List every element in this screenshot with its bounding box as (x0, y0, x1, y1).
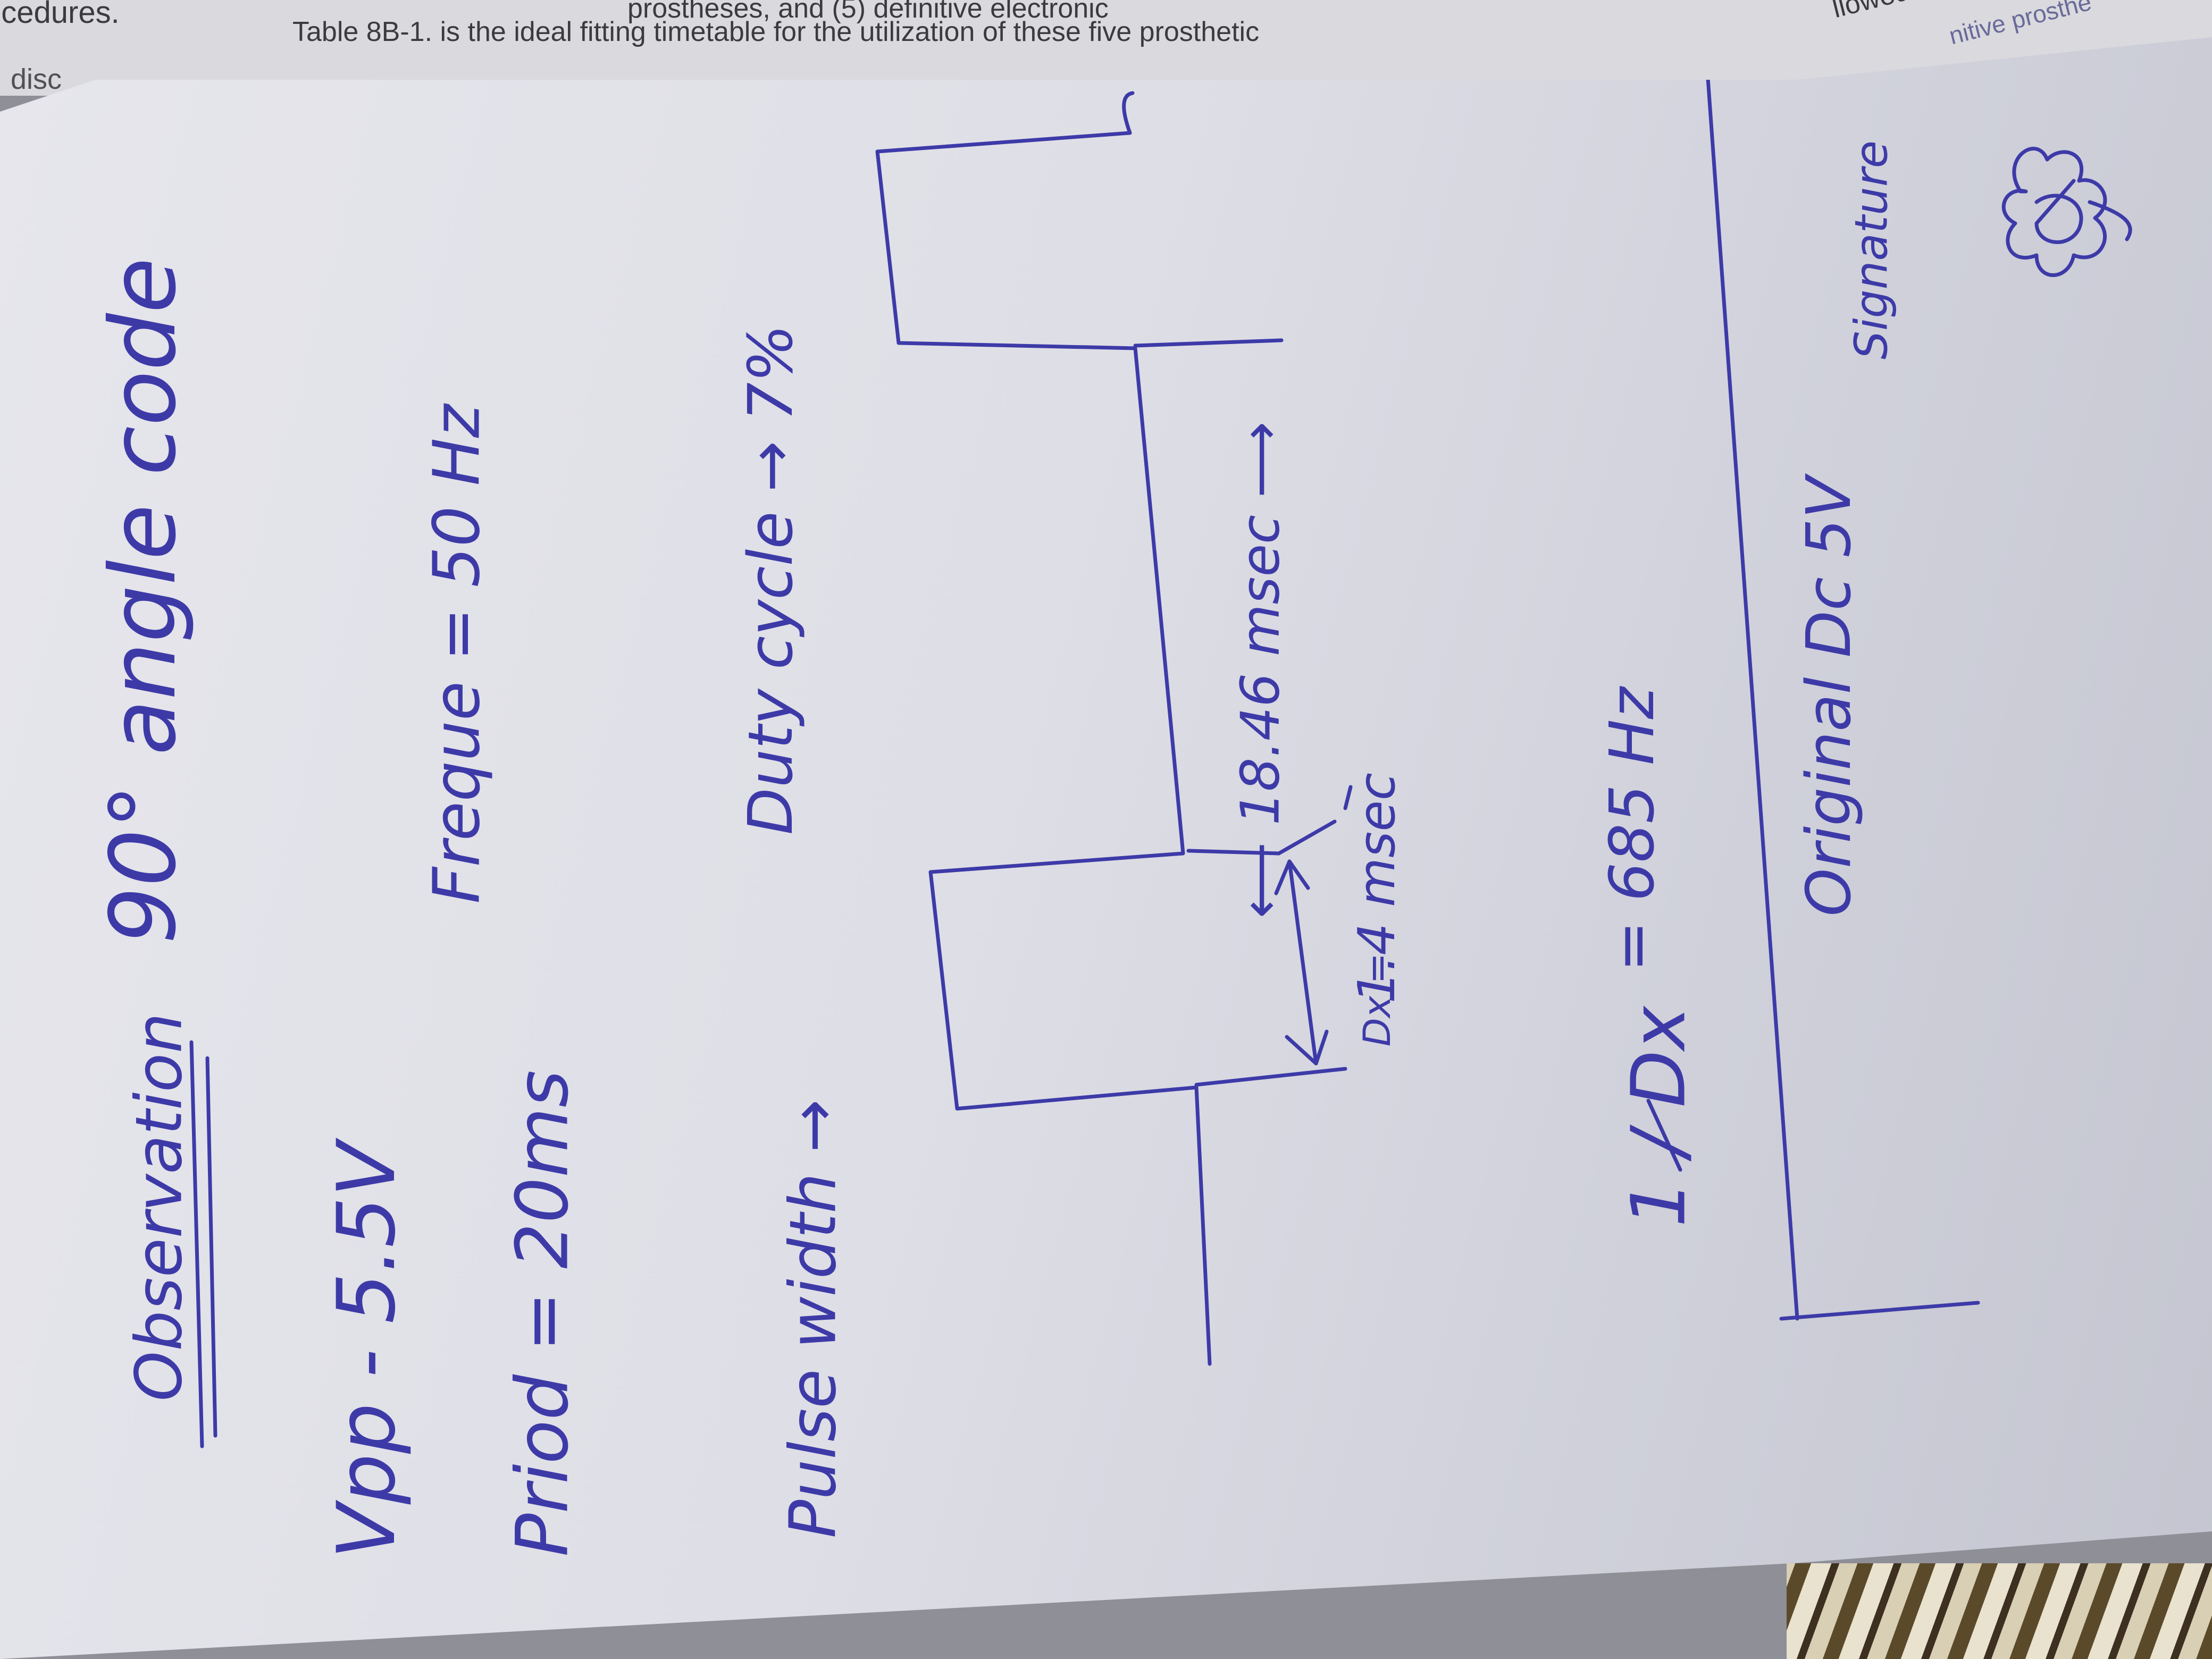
book-text-procedures: ocedures. (0, 0, 120, 30)
heading-underline-2 (205, 1056, 217, 1438)
pulse-width-arrow (1287, 859, 1318, 1066)
pulse-width-tick (1277, 819, 1337, 856)
book-text-right-2: nitive prosthe (1946, 0, 2094, 50)
pulse-width-tick-2 (1343, 785, 1353, 810)
book-text-line-1: prostheses, and (5) definitive electroni… (627, 0, 1109, 24)
book-text-disc: disc (11, 63, 62, 95)
heading-underline-1 (189, 1040, 204, 1448)
signature-scribble (2001, 147, 2107, 277)
square-wave (875, 131, 1212, 1366)
square-wave-top (1122, 91, 1135, 135)
pulse-width-arrow-head-2 (1314, 1029, 1329, 1066)
book-text-right-1: llowed by (1829, 0, 1949, 24)
book-text-line-2: Table 8B-1. is the ideal fitting timetab… (292, 16, 1260, 47)
fraction-bar (1646, 1099, 1682, 1172)
baseline-next (1133, 338, 1284, 348)
baseline-to-next (1186, 849, 1281, 856)
baseline-ext (1194, 1067, 1347, 1087)
margin-line (1705, 62, 1799, 1321)
signature-tail (2088, 200, 2132, 241)
margin-corner (1779, 1301, 1980, 1321)
pulse-width-arrow-head-1 (1285, 1035, 1318, 1066)
signature-scribble-inner (2034, 179, 2083, 244)
fabric-background (1787, 1563, 2212, 1659)
pulse-width-arrow-head-3 (1274, 859, 1292, 895)
pulse-width-arrow-head-4 (1287, 859, 1310, 890)
